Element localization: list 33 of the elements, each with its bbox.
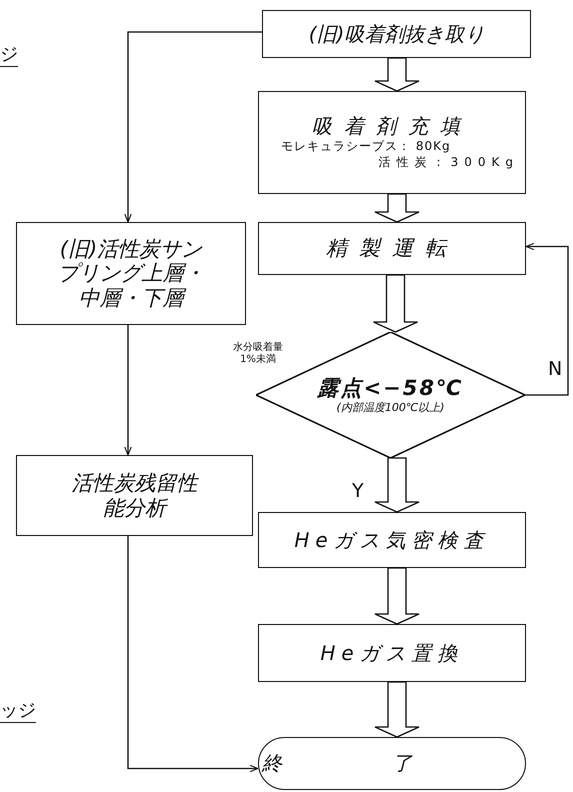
process-box [258, 624, 526, 682]
cropped-text: ッジ [0, 700, 36, 723]
step-label: 露点<−58℃ [318, 376, 464, 400]
terminal-shape [258, 737, 526, 790]
step-label: (旧)活性炭サンプリング上層・中層・下層 [56, 237, 206, 310]
process-box [16, 455, 253, 536]
step-detail: 活性炭：300Kg [378, 156, 519, 170]
annotation-text: 水分吸着量1%未満 [232, 342, 284, 366]
step-label: 活性炭残留性能分析 [70, 471, 200, 520]
connector-arrow [124, 325, 132, 456]
connector-arrow [525, 242, 569, 396]
hollow-arrow [374, 193, 420, 223]
hollow-arrow [374, 457, 420, 513]
process-box [258, 91, 526, 194]
step-label: (旧)吸着剤抜き取り [308, 22, 484, 46]
hollow-arrow [374, 57, 420, 92]
step-label: 精製運転 [326, 236, 458, 261]
process-box [258, 222, 526, 275]
step-label: 終了 [262, 752, 522, 775]
process-box [16, 222, 246, 325]
step-detail: モレキュラシーブス： 80Kg [281, 140, 451, 154]
step-label: Heガス気密検査 [294, 528, 490, 552]
process-box [262, 10, 531, 58]
connector-arrow [127, 536, 259, 772]
step-detail: (内部温度100℃以上) [336, 402, 444, 414]
step-label: 吸着剤充填 [312, 115, 472, 138]
process-box [258, 512, 526, 568]
connector-arrow [124, 31, 262, 223]
step-label: Heガス置換 [320, 642, 464, 664]
hollow-arrow [374, 681, 420, 738]
hollow-arrow [374, 567, 420, 625]
hollow-arrow [372, 274, 418, 333]
cropped-text: ジ [0, 44, 18, 67]
